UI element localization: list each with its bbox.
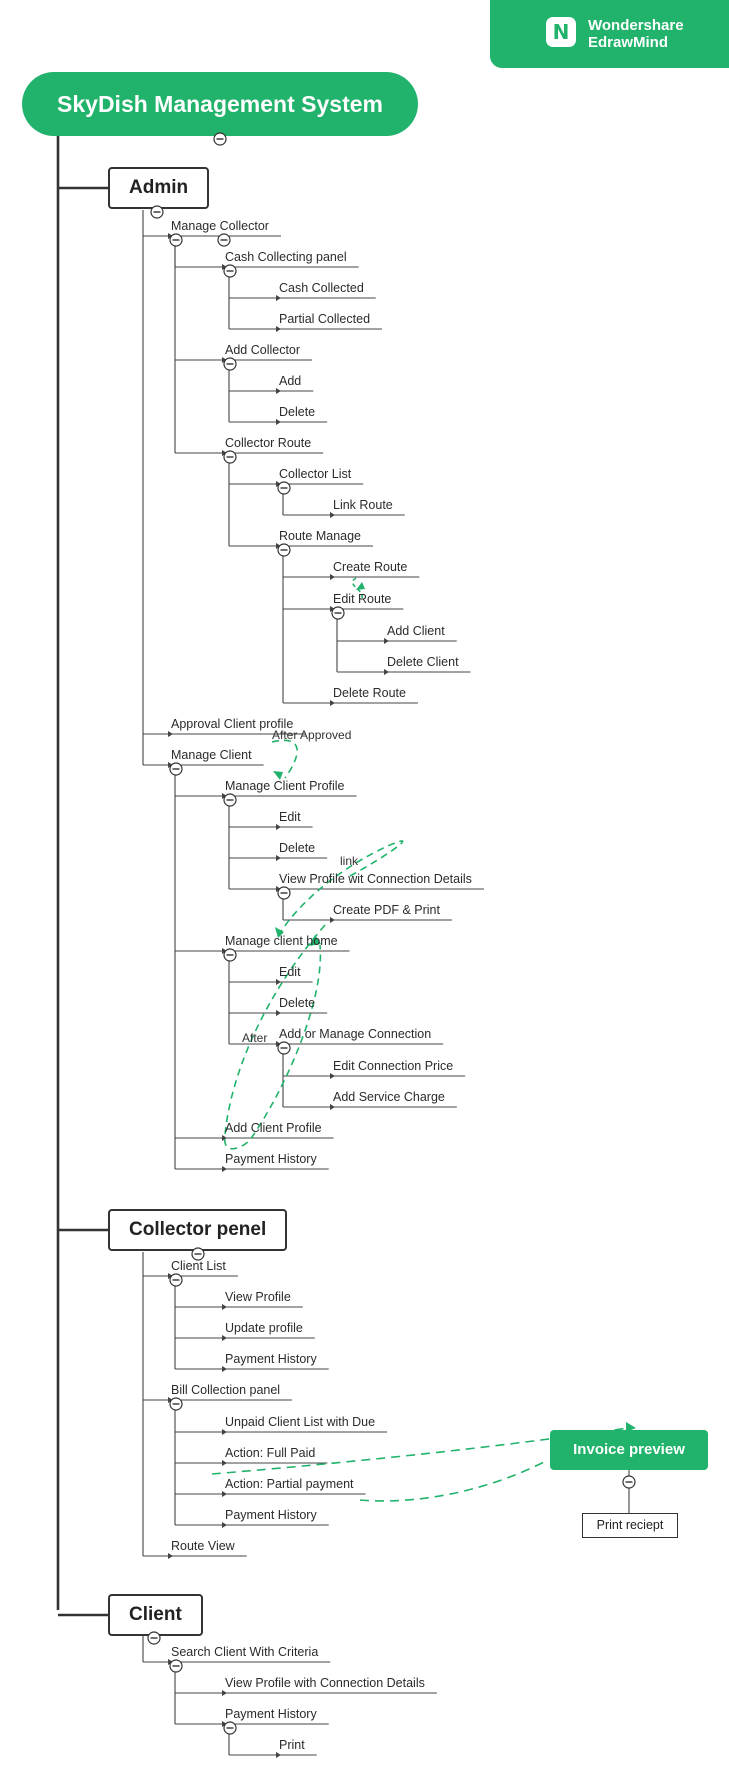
subtopic-label[interactable]: Payment History	[225, 1352, 317, 1366]
subtopic-label[interactable]: Action: Full Paid	[225, 1446, 315, 1460]
subtopic-collapse-toggle[interactable]	[217, 233, 231, 247]
subtopic-label[interactable]: Payment History	[225, 1707, 317, 1721]
subtopic-collapse-toggle[interactable]	[223, 793, 237, 807]
subtopic-label[interactable]: Delete Route	[333, 686, 406, 700]
note-link: link	[340, 854, 359, 868]
subtopic-label[interactable]: Manage Collector	[171, 219, 269, 233]
topic-collector-panel[interactable]: Collector penel	[108, 1209, 288, 1251]
subtopic-collapse-toggle[interactable]	[169, 1397, 183, 1411]
admin-collapse-toggle[interactable]	[150, 205, 164, 219]
subtopic-label[interactable]: View Profile wit Connection Details	[279, 872, 472, 886]
subtopic-label[interactable]: Edit Route	[333, 592, 391, 606]
subtopic-label[interactable]: Edit	[279, 810, 301, 824]
subtopic-label[interactable]: Action: Partial payment	[225, 1477, 354, 1491]
subtopic-label[interactable]: Manage Client	[171, 748, 252, 762]
note-after: After	[242, 1031, 267, 1045]
subtopic-collapse-toggle[interactable]	[277, 886, 291, 900]
subtopic-label[interactable]: Collector List	[279, 467, 352, 481]
subtopic-label[interactable]: Cash Collecting panel	[225, 250, 347, 264]
subtopic-label[interactable]: Add Collector	[225, 343, 300, 357]
subtopic-label[interactable]: Bill Collection panel	[171, 1383, 280, 1397]
subtopic-label[interactable]: Manage Client Profile	[225, 779, 345, 793]
subtopic-label[interactable]: Search Client With Criteria	[171, 1645, 318, 1659]
subtopic-label[interactable]: Partial Collected	[279, 312, 370, 326]
subtopic-label[interactable]: Add Service Charge	[333, 1090, 445, 1104]
subtopic-collapse-toggle[interactable]	[277, 543, 291, 557]
subtopic-collapse-toggle[interactable]	[223, 1721, 237, 1735]
subtopic-collapse-toggle[interactable]	[169, 1659, 183, 1673]
subtopic-label[interactable]: Add	[279, 374, 301, 388]
subtopic-label[interactable]: Collector Route	[225, 436, 311, 450]
subtopic-collapse-toggle[interactable]	[169, 233, 183, 247]
subtopic-label[interactable]: Update profile	[225, 1321, 303, 1335]
topic-client[interactable]: Client	[108, 1594, 203, 1636]
subtopic-label[interactable]: Delete	[279, 996, 315, 1010]
subtopic-label[interactable]: Delete	[279, 405, 315, 419]
root-topic[interactable]: SkyDish Management System	[22, 72, 418, 136]
relationship-labels: After Approved link After	[242, 728, 359, 1045]
subtopic-collapse-toggle[interactable]	[169, 1273, 183, 1287]
subtopic-label[interactable]: Add Client	[387, 624, 445, 638]
brand-name: Wondershare	[588, 17, 684, 34]
subtopic-label[interactable]: Manage client home	[225, 934, 338, 948]
subtopic-collapse-toggle[interactable]	[223, 948, 237, 962]
brand-badge: N Wondershare EdrawMind	[490, 0, 729, 68]
subtopic-label[interactable]: Edit Connection Price	[333, 1059, 453, 1073]
subtopic-label[interactable]: Cash Collected	[279, 281, 364, 295]
topic-admin[interactable]: Admin	[108, 167, 210, 209]
subtopic-collapse-toggle[interactable]	[169, 762, 183, 776]
subtopic-label[interactable]: View Profile with Connection Details	[225, 1676, 425, 1690]
subtopic-label[interactable]: Add Client Profile	[225, 1121, 322, 1135]
subtopic-collapse-toggle[interactable]	[331, 606, 345, 620]
subtopic-label[interactable]: Approval Client profile	[171, 717, 293, 731]
invoice-collapse-toggle[interactable]	[622, 1475, 636, 1489]
subtopic-collapse-toggle[interactable]	[277, 1041, 291, 1055]
subtopic-collapse-toggle[interactable]	[223, 450, 237, 464]
subtopic-label[interactable]: Payment History	[225, 1508, 317, 1522]
subtopic-label[interactable]: Print	[279, 1738, 305, 1752]
subtopic-label[interactable]: Link Route	[333, 498, 393, 512]
subtopic-label[interactable]: Client List	[171, 1259, 226, 1273]
subtopic-label[interactable]: Edit	[279, 965, 301, 979]
client-collapse-toggle[interactable]	[147, 1631, 161, 1645]
floating-topic-invoice-preview[interactable]: Invoice preview	[550, 1430, 708, 1470]
subtopic-label[interactable]: Payment History	[225, 1152, 317, 1166]
subtopic-label[interactable]: Delete Client	[387, 655, 459, 669]
note-after-approved: After Approved	[272, 728, 351, 742]
collapse-toggles	[147, 132, 636, 1735]
subtopic-label[interactable]: Create Route	[333, 560, 407, 574]
connector-lines	[56, 136, 630, 1758]
subtopic-label[interactable]: Route Manage	[279, 529, 361, 543]
subtopic-collapse-toggle[interactable]	[277, 481, 291, 495]
collector-collapse-toggle[interactable]	[191, 1247, 205, 1261]
relationship-lines	[211, 577, 636, 1502]
subtopic-label[interactable]: Route View	[171, 1539, 236, 1553]
floating-subtopic-print-receipt[interactable]: Print reciept	[582, 1513, 678, 1538]
brand-product: EdrawMind	[588, 34, 669, 51]
root-collapse-toggle[interactable]	[213, 132, 227, 146]
subtopic-collapse-toggle[interactable]	[223, 264, 237, 278]
subtopic-label[interactable]: Create PDF & Print	[333, 903, 441, 917]
subtopic-label[interactable]: Delete	[279, 841, 315, 855]
subtopic-label[interactable]: View Profile	[225, 1290, 291, 1304]
subtopic-label[interactable]: Unpaid Client List with Due	[225, 1415, 375, 1429]
subtopic-collapse-toggle[interactable]	[223, 357, 237, 371]
edrawmind-logo-icon: N	[546, 17, 576, 47]
subtopic-label[interactable]: Add or Manage Connection	[279, 1027, 431, 1041]
